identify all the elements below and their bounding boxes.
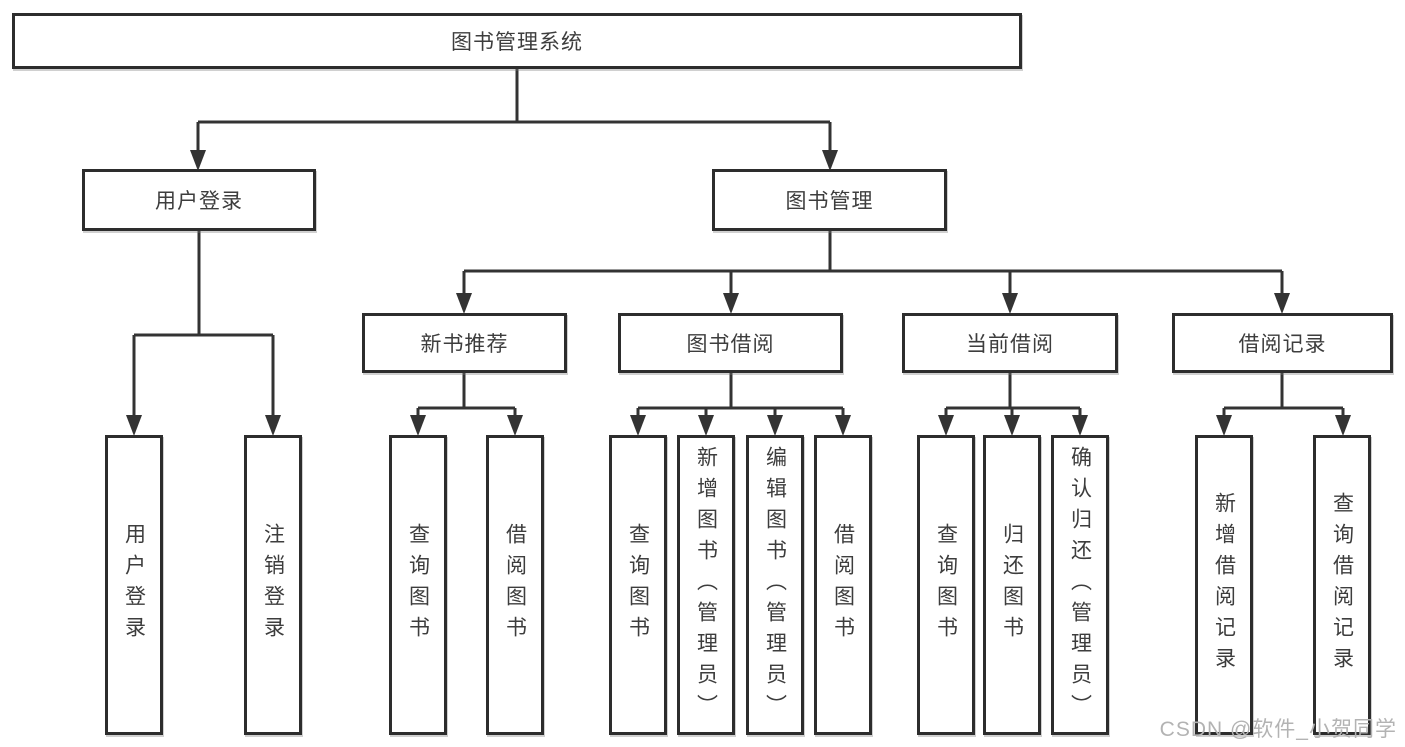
connector-borrowing-records-fanout: [1222, 372, 1345, 421]
node-label: 图书借阅: [686, 333, 775, 356]
node-book-borrowing: 图书借阅: [618, 313, 843, 373]
node-label: 查询图书: [406, 523, 430, 647]
leaf-add-books-admin: 新增图书（管理员）: [677, 435, 735, 735]
leaf-borrow-books: 借阅图书: [814, 435, 872, 735]
leaf-query-books-borrowing: 查询图书: [609, 435, 667, 735]
connector-current-borrowing-fanout: [944, 372, 1082, 421]
node-label: 当前借阅: [966, 333, 1054, 356]
leaf-return-books: 归还图书: [983, 435, 1041, 735]
leaf-edit-books-admin: 编辑图书（管理员）: [746, 435, 804, 735]
node-label: 新增图书（管理员）: [694, 445, 718, 725]
node-borrowing-records: 借阅记录: [1172, 313, 1393, 373]
node-label: 查询图书: [626, 523, 650, 647]
connector-user-login-fanout: [132, 231, 275, 421]
node-user-login: 用户登录: [82, 169, 316, 231]
node-current-borrowing: 当前借阅: [902, 313, 1118, 373]
node-label: 查询图书: [934, 523, 958, 647]
leaf-user-login: 用户登录: [105, 435, 163, 735]
leaf-confirm-return-admin: 确认归还（管理员）: [1051, 435, 1109, 735]
node-label: 图书管理系统: [451, 31, 583, 54]
node-label: 借阅图书: [503, 523, 527, 647]
leaf-logout: 注销登录: [244, 435, 302, 735]
connector-book-management-fanout: [462, 231, 1284, 299]
arrowheads: [126, 150, 1351, 436]
node-label: 新书推荐: [420, 333, 509, 356]
leaf-query-borrow-record: 查询借阅记录: [1313, 435, 1371, 735]
csdn-watermark: CSDN @软件_小贺同学: [1159, 718, 1397, 741]
node-label: 图书管理: [785, 190, 874, 213]
leaf-add-borrow-record: 新增借阅记录: [1195, 435, 1253, 735]
node-label: 借阅图书: [831, 523, 855, 647]
node-label: 编辑图书（管理员）: [763, 445, 787, 725]
node-library-management-system: 图书管理系统: [12, 13, 1022, 69]
node-label: 用户登录: [122, 523, 146, 647]
node-label: 归还图书: [1000, 523, 1024, 647]
node-label: 确认归还（管理员）: [1068, 445, 1092, 725]
leaf-borrow-books-recommend: 借阅图书: [486, 435, 544, 735]
node-book-management: 图书管理: [712, 169, 947, 231]
node-label: 用户登录: [155, 190, 243, 213]
node-new-book-recommendation: 新书推荐: [362, 313, 567, 373]
connector-new-book-fanout: [416, 372, 517, 421]
leaf-query-books-current: 查询图书: [917, 435, 975, 735]
node-label: 新增借阅记录: [1212, 492, 1236, 678]
leaf-query-books-recommend: 查询图书: [389, 435, 447, 735]
node-label: 借阅记录: [1238, 333, 1327, 356]
connector-book-borrowing-fanout: [636, 372, 845, 421]
node-label: 查询借阅记录: [1330, 492, 1354, 678]
connector-root-to-level2: [196, 66, 832, 156]
node-label: 注销登录: [261, 523, 285, 647]
